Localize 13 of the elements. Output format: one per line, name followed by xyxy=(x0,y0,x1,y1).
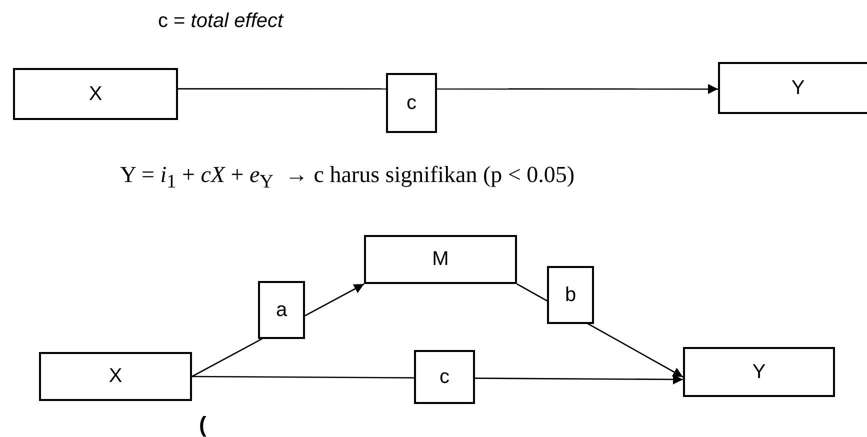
edge-label: b xyxy=(547,266,594,324)
title: c = total effect xyxy=(158,10,284,33)
arrow xyxy=(178,84,718,94)
regression-equation: Y = i$_{1}$ + cX + e$_{Y}$ → c harus signifikan (p < 0.05) xyxy=(120,162,575,194)
variable-box: Y xyxy=(683,347,835,397)
edge-label: c xyxy=(414,350,475,404)
variable-box: M xyxy=(364,235,517,284)
variable-box: X xyxy=(13,68,178,120)
stray-mark: ( xyxy=(199,414,206,436)
edge-label: a xyxy=(258,281,305,339)
variable-box: Y xyxy=(718,62,867,114)
edge-label: c xyxy=(386,73,437,133)
variable-box: X xyxy=(39,352,192,401)
